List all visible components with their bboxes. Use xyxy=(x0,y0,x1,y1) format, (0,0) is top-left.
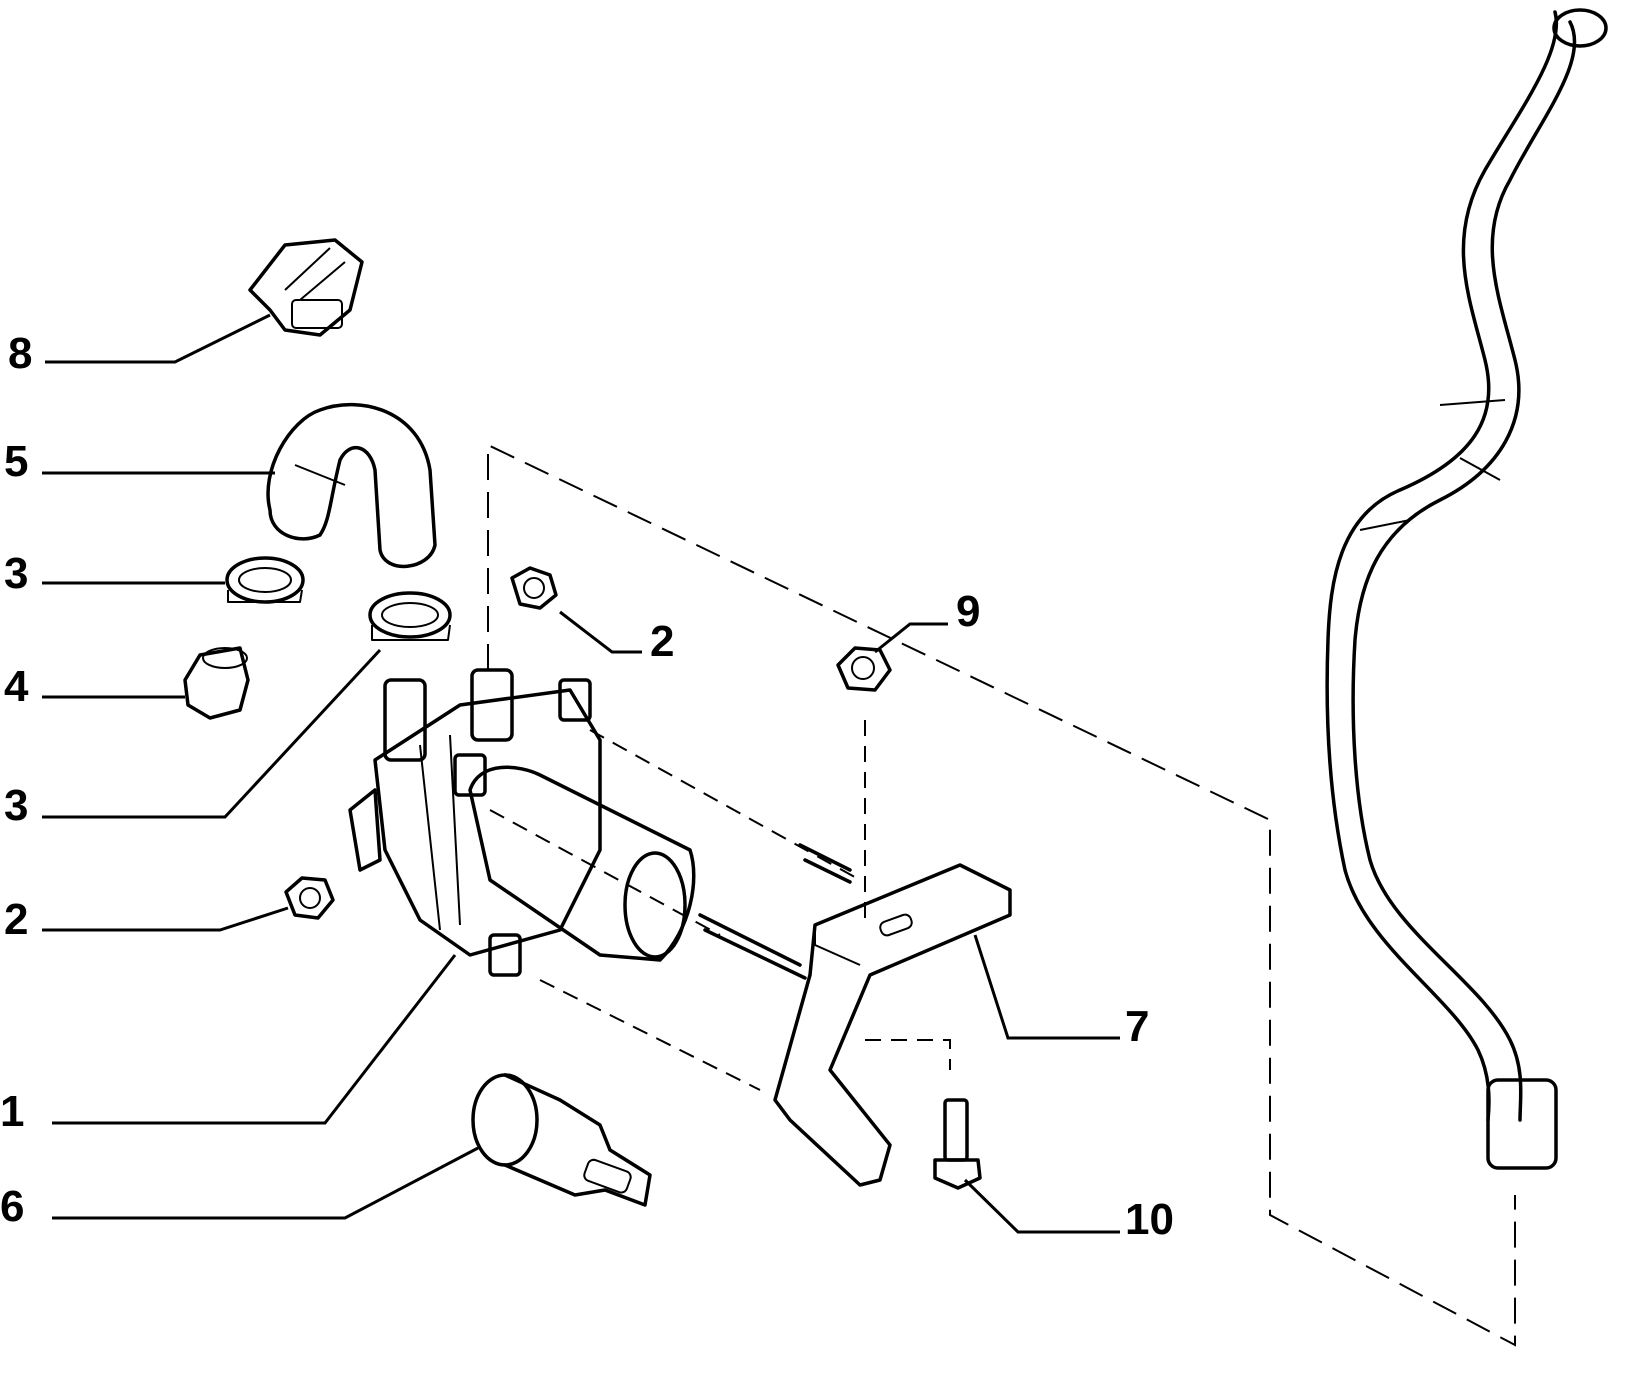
part-10-bolt xyxy=(933,1098,982,1190)
callout-2-upper: 2 xyxy=(650,617,675,666)
callout-1: 1 xyxy=(0,1087,25,1136)
part-3-upper-clamp xyxy=(225,556,305,604)
part-4-plug xyxy=(183,646,250,720)
leader-8 xyxy=(45,313,271,364)
leader-2-lower xyxy=(42,906,289,932)
callout-10: 10 xyxy=(1125,1195,1174,1244)
part-5-hose xyxy=(266,402,437,568)
part-7-bracket xyxy=(773,863,1012,1187)
leader-lines xyxy=(42,313,1120,1234)
leader-3-lower xyxy=(42,648,382,819)
leader-7 xyxy=(973,934,1120,1040)
callout-6: 6 xyxy=(0,1182,25,1231)
assembly-lines xyxy=(487,443,1516,1347)
part-3-lower-clamp xyxy=(368,591,452,641)
leader-9 xyxy=(874,622,948,654)
coolant-hose xyxy=(1325,8,1608,1170)
leader-6 xyxy=(52,1146,479,1220)
leader-10 xyxy=(963,1178,1120,1234)
part-1-pump xyxy=(348,668,852,980)
callout-4: 4 xyxy=(4,662,29,711)
part-8-connector xyxy=(248,238,364,337)
callout-3-upper: 3 xyxy=(4,549,29,598)
part-2-lower-nut xyxy=(284,876,335,920)
leader-1 xyxy=(52,954,457,1125)
part-2-upper-nut xyxy=(510,566,558,610)
callout-9: 9 xyxy=(956,587,981,636)
part-6-sensor xyxy=(471,1073,652,1207)
callout-2-lower: 2 xyxy=(4,895,29,944)
callout-8: 8 xyxy=(8,329,33,378)
leader-2-upper xyxy=(559,610,642,654)
part-9-nut xyxy=(836,646,892,692)
callout-7: 7 xyxy=(1125,1002,1150,1051)
callout-5: 5 xyxy=(4,437,29,486)
callout-3-lower: 3 xyxy=(4,781,29,830)
